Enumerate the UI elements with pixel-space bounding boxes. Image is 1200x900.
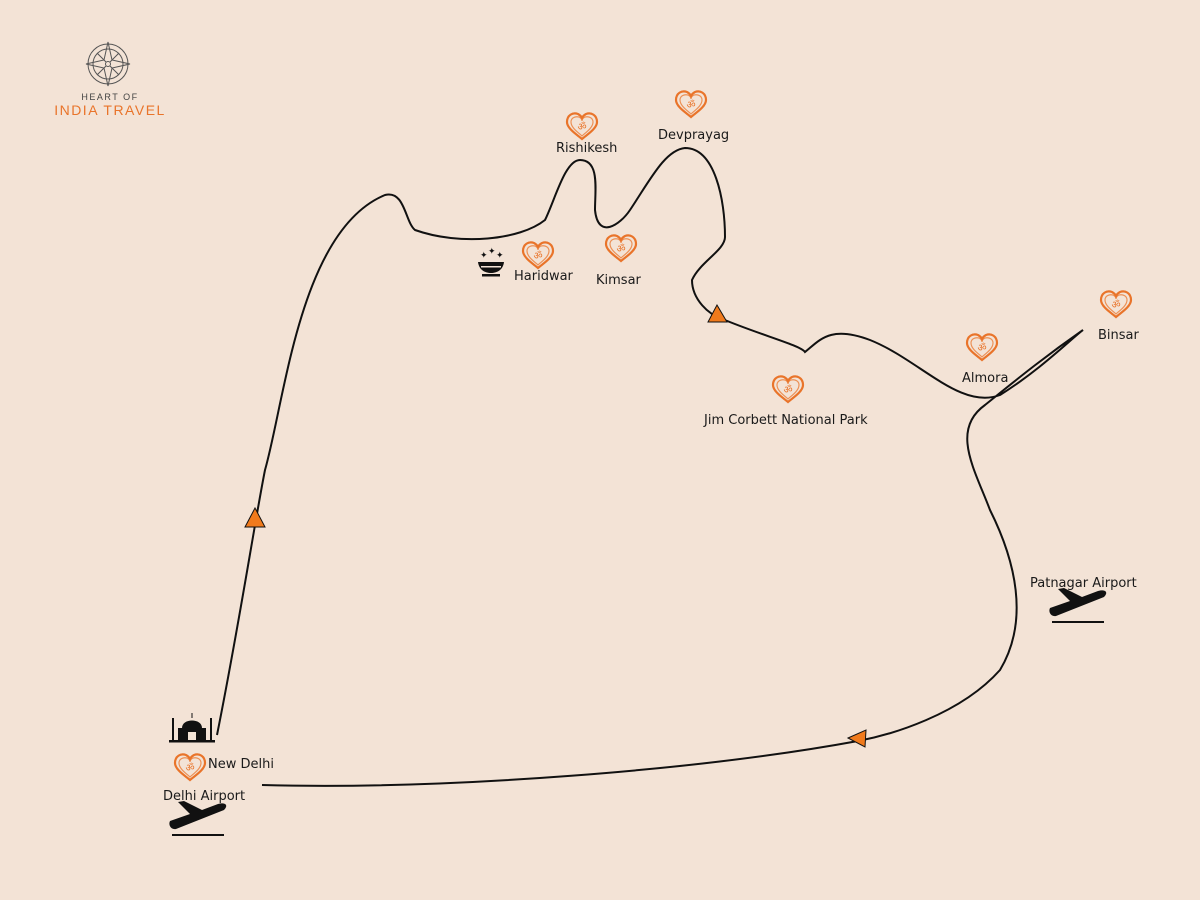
om-heart-icon [674, 90, 708, 119]
om-heart-icon [771, 375, 805, 404]
taj-mahal-icon [169, 713, 215, 743]
place-label-rishikesh: Rishikesh [556, 141, 618, 156]
om-heart-icon [965, 333, 999, 362]
direction-arrow-icon [846, 729, 867, 748]
place-label-almora: Almora [962, 371, 1009, 386]
place-label-new-delhi: New Delhi [208, 757, 274, 772]
place-label-patnagar-airport: Patnagar Airport [1030, 576, 1137, 591]
svg-text:✦: ✦ [488, 247, 496, 257]
om-heart-icon [565, 112, 599, 141]
brand-logo: HEART OF INDIA TRAVEL [40, 90, 180, 118]
place-label-haridwar: Haridwar [514, 269, 573, 284]
om-heart-icon [604, 234, 638, 263]
compass-rose-icon [85, 41, 131, 87]
place-label-jim-corbett: Jim Corbett National Park [704, 413, 868, 428]
om-heart-icon [173, 753, 207, 782]
direction-arrow-icon [244, 506, 266, 528]
place-label-binsar: Binsar [1098, 328, 1139, 343]
brand-line1: HEART OF [81, 92, 139, 102]
airplane-icon [169, 801, 227, 836]
route-path [216, 146, 1084, 787]
airplane-icon [1049, 588, 1107, 623]
brand-line2: INDIA TRAVEL [54, 102, 166, 118]
om-heart-icon [1099, 290, 1133, 319]
diya-lamp-icon: ✦ ✦ ✦ [478, 247, 504, 277]
place-label-delhi-airport: Delhi Airport [163, 789, 246, 804]
svg-text:✦: ✦ [480, 251, 488, 261]
om-heart-icon [521, 241, 555, 270]
place-label-kimsar: Kimsar [596, 273, 641, 288]
place-label-devprayag: Devprayag [658, 128, 730, 143]
direction-arrow-icon [707, 303, 728, 323]
svg-text:✦: ✦ [496, 251, 504, 261]
